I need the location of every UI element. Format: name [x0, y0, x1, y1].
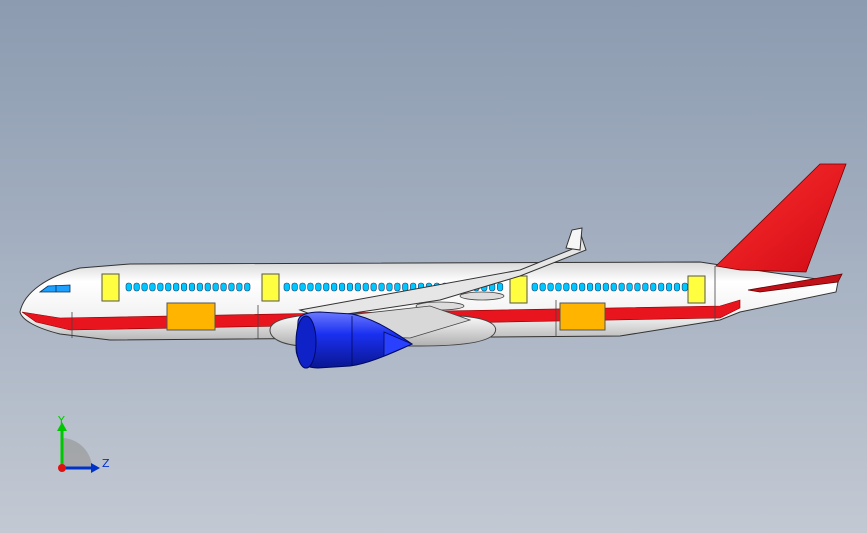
- window: [228, 282, 235, 292]
- passenger-windows: [125, 282, 688, 292]
- triad-graphic: [57, 422, 100, 473]
- window: [362, 282, 369, 292]
- window: [547, 282, 554, 292]
- window: [626, 282, 633, 292]
- window: [386, 282, 393, 292]
- window: [331, 282, 338, 292]
- window: [658, 282, 665, 292]
- window: [634, 282, 641, 292]
- door: [687, 275, 706, 304]
- window: [394, 282, 401, 292]
- window: [610, 282, 617, 292]
- window: [579, 282, 586, 292]
- cargo-door: [559, 302, 606, 331]
- window: [157, 282, 164, 292]
- window: [220, 282, 227, 292]
- cockpit-window: [38, 284, 71, 293]
- winglet: [565, 227, 583, 251]
- window: [681, 282, 688, 292]
- door: [101, 273, 120, 302]
- window: [346, 282, 354, 292]
- window: [283, 282, 290, 292]
- window: [299, 282, 306, 292]
- window: [196, 282, 203, 292]
- window: [378, 282, 385, 292]
- window: [594, 282, 602, 292]
- window: [212, 282, 219, 292]
- vertical-stabilizer: [715, 163, 847, 273]
- y-axis-label: Y: [58, 414, 65, 427]
- window: [586, 282, 594, 292]
- y-axis-arrow: [57, 422, 67, 431]
- window: [133, 282, 140, 292]
- window: [555, 282, 562, 292]
- flap-fairing: [459, 291, 505, 301]
- window: [181, 282, 188, 292]
- window: [673, 282, 681, 292]
- window: [642, 282, 649, 292]
- window: [618, 282, 625, 292]
- window: [291, 282, 298, 292]
- cargo-door: [166, 302, 216, 331]
- window: [165, 282, 172, 292]
- window: [173, 282, 180, 292]
- window: [204, 282, 211, 292]
- engine-inlet: [295, 315, 317, 369]
- window: [307, 282, 314, 292]
- window: [188, 282, 195, 292]
- door: [261, 273, 280, 302]
- z-axis-label: Z: [102, 457, 110, 470]
- window: [563, 282, 570, 292]
- window: [402, 282, 409, 292]
- window: [315, 282, 322, 292]
- window: [338, 282, 346, 292]
- door: [509, 275, 528, 304]
- coordinate-triad: Y Z: [50, 412, 120, 482]
- horizontal-stabilizer: [747, 273, 843, 293]
- x-axis: [58, 464, 66, 472]
- window: [571, 282, 578, 292]
- window: [323, 282, 330, 292]
- z-axis-arrow: [91, 463, 100, 473]
- window: [370, 282, 377, 292]
- window: [149, 282, 156, 292]
- window: [125, 282, 132, 292]
- window: [650, 282, 657, 292]
- window: [665, 282, 673, 292]
- window: [236, 282, 243, 292]
- window: [602, 282, 609, 292]
- window: [539, 282, 546, 292]
- wing: [298, 230, 587, 319]
- triad-plane-indicator: [62, 438, 92, 468]
- window: [354, 282, 361, 292]
- window: [141, 282, 148, 292]
- window: [496, 282, 504, 292]
- window: [244, 282, 251, 292]
- window: [531, 282, 538, 292]
- exhaust-cone: [383, 331, 414, 357]
